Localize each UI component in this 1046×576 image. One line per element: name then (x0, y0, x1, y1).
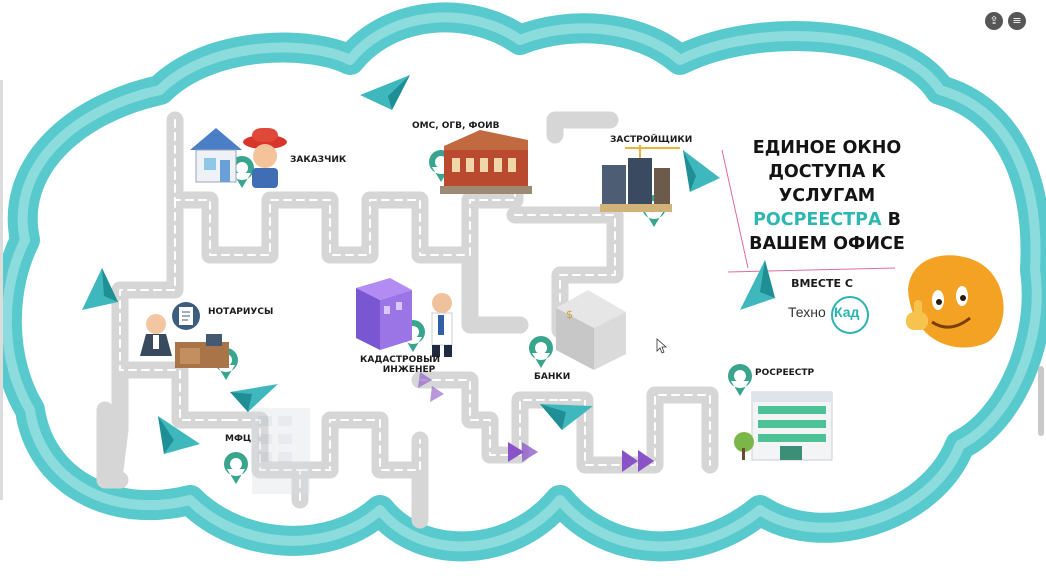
label-notaries: НОТАРИУСЫ (208, 307, 274, 317)
government-building-icon (440, 130, 532, 194)
location-pin-icon (224, 452, 248, 484)
logo-ring (831, 296, 869, 334)
label-customer: ЗАКАЗЧИК (290, 155, 347, 165)
customer-house-icon (190, 128, 242, 183)
label-developers: ЗАСТРОЙЩИКИ (610, 135, 693, 145)
location-pin-icon (728, 364, 752, 396)
label-engineer-line2: ИНЖЕНЕР (382, 365, 436, 375)
document-icon (172, 302, 200, 330)
bank-building-icon: $ (556, 290, 626, 370)
hero-line-1: ЕДИНОЕ ОКНО (752, 138, 902, 158)
mouse-cursor-icon (656, 338, 668, 354)
left-edge-bar (0, 80, 3, 500)
notary-person-icon (140, 314, 172, 356)
paper-plane-icon (158, 416, 200, 454)
cadastral-office-icon (356, 278, 412, 350)
paper-plane-icon (740, 260, 775, 310)
label-engineer: КАДАСТРОВЫЙ ИНЖЕНЕР (360, 355, 440, 375)
paper-planes (82, 75, 775, 454)
developer-towers-icon (600, 145, 680, 212)
paper-plane-icon (82, 268, 118, 310)
hero-line-4: РОСРЕЕСТРА В (722, 208, 932, 232)
technokad-logo: Техно Кад (788, 296, 888, 334)
mascot-character-icon (906, 255, 1004, 348)
menu-button[interactable]: ≡ (1008, 12, 1026, 30)
svg-text:$: $ (566, 308, 573, 321)
location-pin-icon (529, 336, 553, 368)
logo-part-1: Техно (788, 304, 826, 320)
label-rosreestr: РОСРЕЕСТР (755, 368, 815, 378)
hero-line-3: УСЛУГАМ (778, 186, 876, 206)
paper-plane-icon (230, 384, 278, 412)
customer-person-icon (243, 128, 287, 188)
hero-accent: РОСРЕЕСТРА (753, 210, 882, 230)
hero-accent-lines (721, 149, 896, 273)
hero-line-4-tail: В (881, 210, 901, 230)
cloud-frame (0, 2, 1046, 562)
label-oms: ОМС, ОГВ, ФОИВ (412, 121, 500, 131)
label-mfc: МФЦ (225, 434, 252, 444)
hero-line-2: ДОСТУПА К (768, 162, 886, 182)
menu-icon: ≡ (1012, 14, 1022, 27)
hero-line-5: ВАШЕМ ОФИСЕ (749, 234, 905, 254)
label-engineer-line1: КАДАСТРОВЫЙ (360, 355, 441, 365)
logo-part-2: Кад (834, 304, 860, 320)
hero-heading: ЕДИНОЕ ОКНО ДОСТУПА К УСЛУГАМ РОСРЕЕСТРА… (722, 136, 932, 256)
rosreestr-building-icon (734, 391, 833, 461)
paper-plane-icon (540, 404, 593, 430)
mfc-building-icon (252, 408, 310, 494)
share-icon: ⇪ (989, 14, 999, 27)
paper-plane-icon (683, 150, 720, 192)
share-button[interactable]: ⇪ (985, 12, 1003, 30)
together-with-label: ВМЕСТЕ С (791, 277, 853, 290)
road-network (96, 111, 719, 529)
label-banks: БАНКИ (534, 372, 571, 382)
direction-arrows (418, 372, 654, 472)
scrollbar-thumb[interactable] (1038, 366, 1044, 436)
engineer-person-icon (431, 293, 453, 357)
notary-desk-icon (175, 334, 229, 368)
paper-plane-icon (360, 75, 410, 110)
